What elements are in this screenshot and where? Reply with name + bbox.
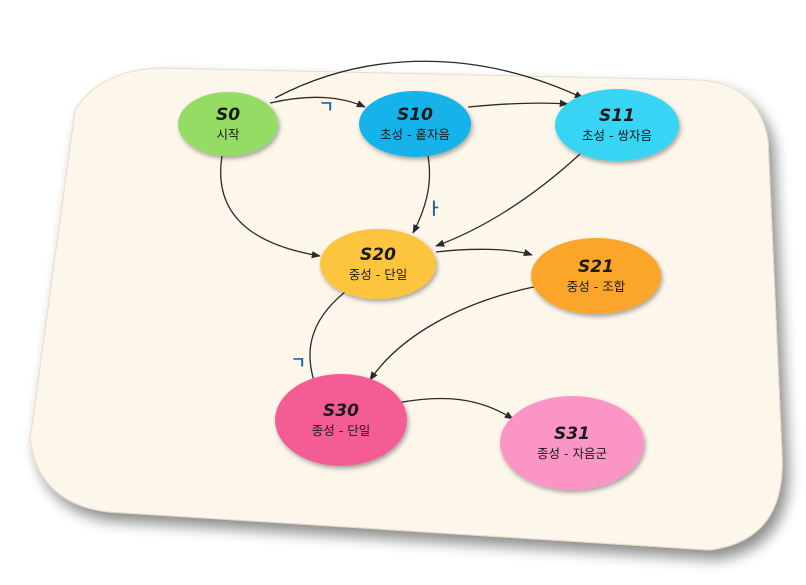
state-node-s0: S0 시작 (178, 92, 278, 156)
edge-s20-to-s30 (309, 291, 346, 388)
state-name: S11 (599, 106, 635, 126)
edge-label-s10-to-s20: ㅏ (427, 199, 442, 218)
state-node-shape (275, 374, 407, 466)
state-node-shape (320, 229, 436, 299)
edge-s20-to-s21 (435, 248, 533, 256)
state-name: S31 (554, 424, 590, 444)
edge-s0-to-s10 (269, 96, 366, 108)
state-description: 초성 - 쌍자음 (582, 128, 652, 143)
state-node-s20: S20 중성 - 단일 (320, 229, 436, 299)
edge-s10-to-s20 (412, 155, 431, 234)
state-description: 중성 - 단일 (349, 267, 407, 282)
state-name: S30 (323, 401, 359, 421)
state-name: S21 (578, 257, 614, 277)
state-node-s31: S31 종성 - 자음군 (500, 396, 644, 490)
edge-s11-to-s20 (435, 153, 581, 247)
state-description: 중성 - 조합 (567, 279, 626, 294)
edge-label-s0-to-s10: ㄱ (319, 97, 334, 116)
state-description: 종성 - 자음군 (537, 446, 607, 461)
edge-s0-to-s11 (274, 60, 584, 99)
state-node-s21: S21 중성 - 조합 (531, 238, 661, 314)
state-name: S20 (360, 245, 396, 265)
state-node-shape (359, 91, 471, 157)
state-node-shape (555, 89, 679, 161)
state-description: 종성 - 단일 (312, 423, 370, 438)
state-name: S10 (397, 105, 433, 125)
edge-label-s20-to-s30: ㄱ (291, 353, 306, 372)
edge-s10-to-s11 (467, 99, 569, 108)
state-node-shape (531, 238, 661, 314)
state-name: S0 (216, 105, 240, 125)
state-node-s11: S11 초성 - 쌍자음 (555, 89, 679, 161)
state-node-s10: S10 초성 - 홑자음 (359, 91, 471, 157)
state-description: 초성 - 홑자음 (380, 127, 450, 142)
state-node-s30: S30 종성 - 단일 (275, 374, 407, 466)
state-node-shape (500, 396, 644, 490)
state-node-shape (178, 92, 278, 156)
state-description: 시작 (216, 127, 240, 142)
edge-s21-to-s30 (369, 285, 539, 381)
edge-s30-to-s31 (396, 397, 514, 420)
edge-s0-to-s20 (220, 155, 321, 259)
